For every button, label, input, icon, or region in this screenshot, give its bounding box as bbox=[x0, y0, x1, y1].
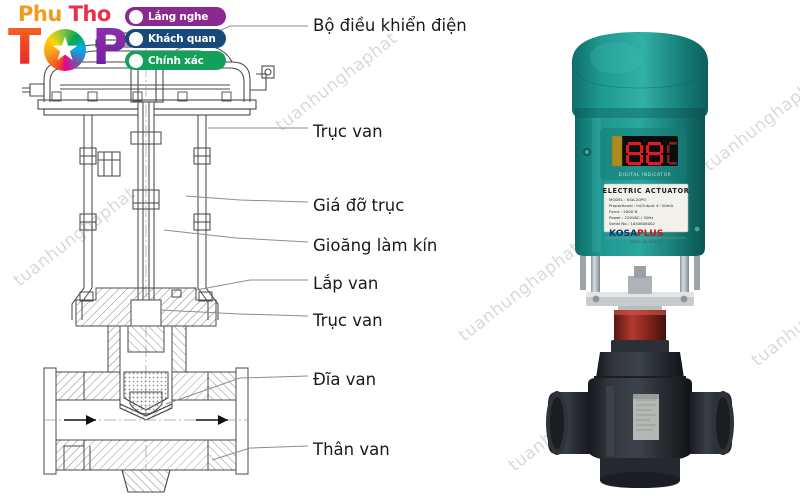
valve-stem-sleeve bbox=[611, 310, 669, 354]
stem-yoke bbox=[71, 115, 219, 320]
logo-word-tho: Tho bbox=[68, 2, 112, 26]
badge-label: Chính xác bbox=[148, 54, 204, 67]
tagline-badge-1: Lắng nghe bbox=[125, 7, 226, 26]
valve-body bbox=[43, 367, 249, 493]
callout-label-truc-van-2: Trục van bbox=[313, 311, 383, 330]
valve-body-photo bbox=[546, 352, 734, 488]
rainbow-star-icon bbox=[44, 29, 86, 71]
svg-text:KOSA: KOSA bbox=[609, 228, 638, 239]
logo-letter-t: T bbox=[8, 19, 42, 76]
nameplate-specs: MODEL : KSA-20PO Proportional : In/Outpu… bbox=[609, 197, 673, 226]
svg-text:Force : 2000 N: Force : 2000 N bbox=[609, 209, 637, 214]
callout-label-lap-van: Lắp van bbox=[313, 274, 379, 293]
logo-word-phu: Phu bbox=[18, 2, 62, 26]
conduit-stubs bbox=[580, 256, 700, 290]
callout-label-bo-dieu-khien-dien: Bộ điều khiển điện bbox=[313, 16, 467, 35]
svg-text:PLUS: PLUS bbox=[637, 228, 663, 239]
callout-label-truc-van-1: Trục van bbox=[313, 122, 383, 141]
badge-bullet-icon bbox=[129, 9, 143, 24]
callout-label-dia-van: Đĩa van bbox=[313, 370, 377, 389]
badge-label: Khách quan bbox=[148, 32, 216, 45]
badge-bullet-icon bbox=[129, 53, 143, 68]
logo-wordmark-top: Phu Tho bbox=[6, 4, 141, 25]
svg-text:Power : 220VAC / 50Hz: Power : 220VAC / 50Hz bbox=[609, 215, 653, 220]
svg-text:MODEL : KSA-20PO: MODEL : KSA-20PO bbox=[609, 197, 646, 202]
flow-arrow-right bbox=[196, 415, 228, 425]
flow-arrow-left bbox=[64, 415, 96, 425]
badge-bullet-icon bbox=[129, 31, 143, 46]
callout-label-than-van: Thân van bbox=[313, 440, 390, 459]
digital-indicator-display: DIGITAL INDICATOR bbox=[611, 135, 678, 177]
display-caption: DIGITAL INDICATOR bbox=[619, 172, 672, 177]
callout-label-gia-do-truc: Giá đỡ trục bbox=[313, 196, 405, 215]
logo-letter-p: P bbox=[92, 19, 128, 76]
actuator-yoke bbox=[586, 256, 694, 314]
svg-text:MADE IN KOREA: MADE IN KOREA bbox=[630, 240, 662, 244]
callout-label-gioang-lam-kin: Gioăng làm kín bbox=[313, 236, 438, 255]
svg-text:Serial No.: 1040806002: Serial No.: 1040806002 bbox=[609, 221, 656, 226]
nameplate-brand: KOSA PLUS bbox=[609, 228, 663, 239]
svg-text:Proportional : In/Output 4~20m: Proportional : In/Output 4~20mA bbox=[609, 203, 673, 208]
tagline-badge-2: Khách quan bbox=[125, 29, 226, 48]
actuator-nameplate: ELECTRIC ACTUATOR MODEL : KSA-20PO Propo… bbox=[603, 183, 690, 244]
bonnet-packing bbox=[75, 287, 217, 373]
valve-disc bbox=[129, 391, 163, 415]
badge-label: Lắng nghe bbox=[148, 10, 209, 23]
tagline-badge-3: Chính xác bbox=[125, 51, 226, 70]
logo-wordmark-top-big: T P bbox=[6, 19, 141, 76]
nameplate-title: ELECTRIC ACTUATOR bbox=[603, 187, 690, 195]
site-logo[interactable]: Phu Tho T P bbox=[6, 4, 141, 76]
valve-stem bbox=[130, 45, 162, 470]
